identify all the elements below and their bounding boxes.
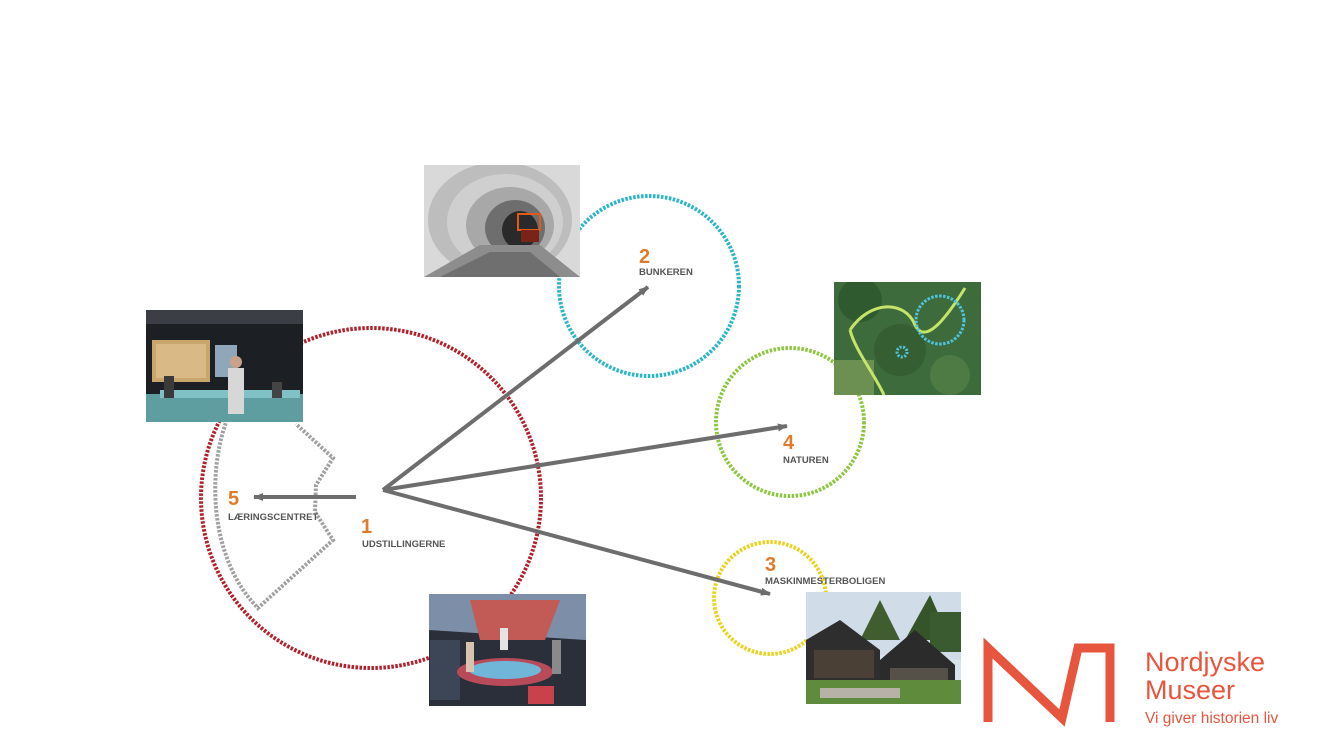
nordjyske-museer-logo: Nordjyske Museer Vi giver historien liv [983, 637, 1278, 727]
station-number-laeringscentret: 5 [228, 488, 239, 510]
maskinmesterbolig-house-photo [806, 592, 961, 704]
arrow-to-maskinmesterboligen [382, 488, 771, 596]
station-number-naturen: 4 [783, 432, 795, 454]
laeringscentret-outline [213, 411, 336, 611]
station-label-udstillingerne: UDSTILLINGERNE [362, 539, 445, 550]
station-label-bunkeren: BUNKEREN [639, 267, 693, 278]
bunker-tunnel-photo [424, 165, 580, 277]
udstillingerne-circle [199, 326, 543, 670]
naturen-circle [714, 346, 866, 498]
logo-tagline: Vi giver historien liv [1145, 710, 1278, 727]
station-label-maskinmesterboligen: MASKINMESTERBOLIGEN [765, 576, 885, 587]
arrow-to-naturen [382, 423, 788, 492]
logo-name-line2: Museer [1145, 675, 1235, 705]
nm-logo-mark [983, 637, 1115, 727]
bunkeren-circle [557, 194, 741, 378]
station-number-maskinmesterboligen: 3 [765, 554, 776, 576]
station-label-laeringscentret: LÆRINGSCENTRET [228, 512, 318, 523]
logo-name-line1: Nordjyske [1145, 647, 1265, 677]
arrow-to-bunkeren [381, 285, 650, 492]
nature-aerial-photo [834, 282, 981, 395]
station-number-udstillingerne: 1 [361, 516, 372, 538]
station-number-bunkeren: 2 [639, 246, 650, 268]
classroom-photo [146, 310, 303, 422]
station-label-naturen: NATUREN [783, 455, 829, 466]
exhibition-photo [429, 594, 586, 706]
